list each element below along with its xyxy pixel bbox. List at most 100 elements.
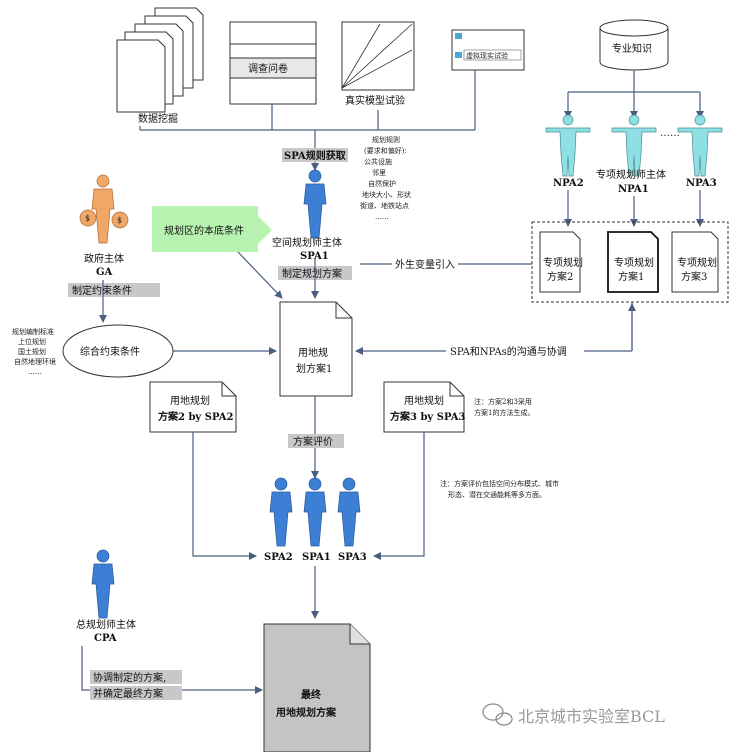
svg-text:地块大小、形状: 地块大小、形状 — [362, 190, 411, 199]
special-plan-2: 专项规划 方案2 — [539, 231, 583, 293]
svg-text:注：方案评价包括空间分布模式、城市: 注：方案评价包括空间分布模式、城市 — [440, 479, 559, 488]
svg-text:自然地理环境: 自然地理环境 — [14, 357, 56, 366]
special-plan-3: 专项规划 方案3 — [671, 231, 719, 293]
watermark: 北京城市实验室BCL — [482, 703, 665, 726]
watermark-label: 北京城市实验室BCL — [518, 707, 665, 726]
spa3-figure-icon — [337, 477, 361, 547]
svg-text:形态、潜在交通能耗等多方面。: 形态、潜在交通能耗等多方面。 — [448, 490, 546, 499]
spa1-agent: 空间规划师主体 SPA1 — [272, 169, 342, 262]
npa-dots: …… — [660, 128, 680, 139]
real-model-test-label: 真实模型试验 — [345, 94, 405, 107]
svg-text:国土规划: 国土规划 — [18, 347, 46, 356]
svg-text:$: $ — [85, 214, 90, 223]
npa3-label: NPA3 — [686, 178, 717, 189]
spa2-figure-icon — [269, 477, 293, 547]
communication-label: SPA和NPAs的沟通与协调 — [450, 345, 567, 358]
svg-text:$: $ — [117, 216, 122, 225]
exogenous-label: 外生变量引入 — [395, 258, 455, 271]
make-plan-tag: 制定规划方案 — [282, 267, 342, 280]
svg-text:规划编制标准: 规划编制标准 — [12, 327, 54, 336]
npa3-figure-icon — [677, 114, 723, 177]
svg-text:……: …… — [375, 213, 389, 221]
spa1-label-line1: 空间规划师主体 — [272, 236, 342, 249]
constraints-list: 规划编制标准 上位规划 国土规划 自然地理环境 …… — [12, 327, 56, 376]
cpa-agent: 总规划师主体 CPA — [76, 549, 136, 644]
spa1-group-figure-icon — [303, 477, 327, 547]
svg-text:注：方案2和3采用: 注：方案2和3采用 — [474, 397, 532, 406]
cpa-label-line2: CPA — [94, 633, 117, 644]
government-figure-icon — [91, 174, 115, 244]
svg-text:专项规划: 专项规划 — [677, 256, 717, 269]
cpa-label-line1: 总规划师主体 — [76, 618, 136, 631]
land-plan-1: 用地规 划方案1 — [279, 301, 353, 397]
npa-agents: …… NPA2 专项规划师主体 NPA1 NPA3 — [545, 114, 723, 227]
svg-text:自然保护: 自然保护 — [368, 179, 396, 188]
svg-text:用地规: 用地规 — [298, 346, 328, 359]
spa1-group-label: SPA1 — [302, 552, 331, 563]
survey-label: 调查问卷 — [248, 62, 288, 75]
money-bag-icon — [111, 211, 129, 229]
survey-source: 调查问卷 — [229, 21, 317, 105]
government-label-line2: GA — [96, 267, 113, 278]
coordinate-line1: 协调制定的方案, — [93, 671, 166, 684]
documents-stack-icon — [116, 7, 204, 113]
svg-text:专项规划: 专项规划 — [614, 256, 654, 269]
real-model-test-source: 真实模型试验 — [341, 21, 415, 107]
spa-group: SPA2 SPA1 SPA3 — [264, 477, 367, 563]
svg-text:方案1的方法生成。: 方案1的方法生成。 — [474, 408, 534, 417]
svg-text:方案2 by SPA2: 方案2 by SPA2 — [158, 410, 233, 423]
svg-text:方案3 by SPA3: 方案3 by SPA3 — [390, 410, 465, 423]
spa-rules-tag: SPA规则获取 — [284, 149, 347, 162]
virtual-test-source: 虚拟现实试验 — [451, 29, 525, 71]
npa1-figure-icon — [611, 114, 657, 177]
special-plan-1: 专项规划 方案1 — [607, 231, 659, 293]
plan-eval-tag: 方案评价 — [293, 435, 333, 448]
base-conditions-box: 规划区的本底条件 — [152, 206, 283, 299]
final-plan: 最终 用地规划方案 — [263, 623, 371, 752]
spa2-group-label: SPA2 — [264, 552, 293, 563]
model-graph-icon — [341, 21, 415, 91]
npa2-label: NPA2 — [553, 178, 584, 189]
base-conditions-label: 规划区的本底条件 — [164, 224, 244, 237]
svg-text:方案3: 方案3 — [681, 270, 707, 283]
svg-text:专项规划: 专项规划 — [543, 256, 583, 269]
government-agent: $ $ 政府主体 GA — [79, 174, 129, 278]
data-mining-label: 数据挖掘 — [138, 112, 178, 125]
npa1-label-line1: 专项规划师主体 — [596, 168, 666, 181]
svg-text:上位规划: 上位规划 — [18, 337, 46, 346]
knowledge-cylinder: 专业知识 — [564, 19, 704, 119]
svg-text:(要求和偏好):: (要求和偏好): — [364, 146, 407, 155]
knowledge-label: 专业知识 — [612, 42, 652, 55]
rules-note: 规划规则 (要求和偏好): 公共设施 邻里 自然保护 地块大小、形状 街道、地铁… — [360, 135, 411, 221]
spa1-label-line2: SPA1 — [300, 251, 329, 262]
svg-text:用地规划: 用地规划 — [170, 394, 210, 407]
virtual-test-label: 虚拟现实试验 — [466, 51, 508, 60]
land-plan-3: 用地规划 方案3 by SPA3 — [383, 381, 465, 433]
svg-text:规划规则: 规划规则 — [372, 135, 400, 144]
svg-text:划方案1: 划方案1 — [296, 362, 332, 375]
svg-text:……: …… — [28, 368, 42, 376]
land-plan-2: 用地规划 方案2 by SPA2 — [149, 381, 237, 433]
government-label-line1: 政府主体 — [84, 252, 124, 265]
svg-text:方案1: 方案1 — [618, 270, 644, 283]
svg-text:街道、地铁站点: 街道、地铁站点 — [360, 201, 409, 210]
svg-text:用地规划: 用地规划 — [404, 394, 444, 407]
spa1-figure-icon — [303, 169, 327, 239]
data-mining-source: 数据挖掘 — [116, 7, 204, 125]
svg-text:邻里: 邻里 — [372, 168, 386, 177]
note-plans: 注：方案2和3采用 方案1的方法生成。 — [474, 397, 534, 417]
composite-constraints-label: 综合约束条件 — [80, 345, 140, 358]
wechat-icon — [482, 703, 513, 726]
npa1-label-line2: NPA1 — [618, 184, 649, 195]
coordinate-line2: 并确定最终方案 — [93, 687, 163, 700]
svg-text:最终: 最终 — [301, 688, 322, 701]
note-eval: 注：方案评价包括空间分布模式、城市 形态、潜在交通能耗等多方面。 — [440, 479, 559, 499]
cpa-figure-icon — [91, 549, 115, 619]
npa2-figure-icon — [545, 114, 591, 177]
money-bag-icon — [79, 209, 97, 227]
spa3-group-label: SPA3 — [338, 552, 367, 563]
make-constraints-tag: 制定约束条件 — [72, 284, 132, 297]
svg-text:用地规划方案: 用地规划方案 — [275, 706, 337, 719]
svg-text:方案2: 方案2 — [547, 270, 573, 283]
